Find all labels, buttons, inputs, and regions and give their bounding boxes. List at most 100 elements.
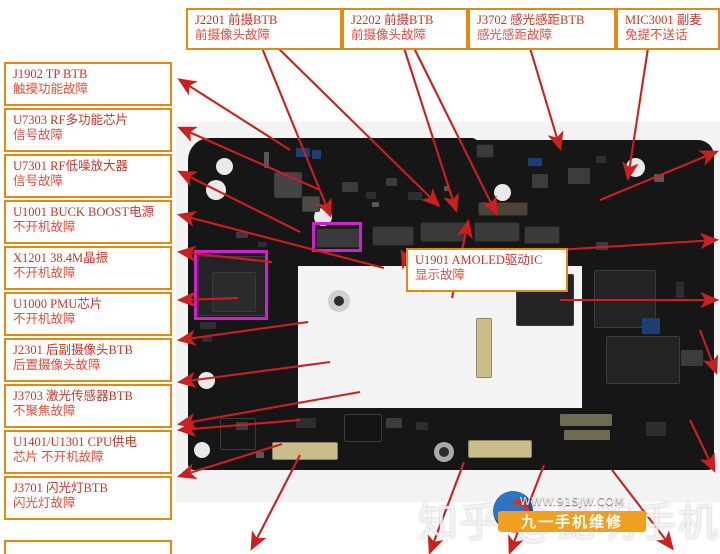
label-code: J1902 TP BTB bbox=[13, 67, 88, 81]
label-fault: 不开机故障 bbox=[13, 266, 76, 281]
label-fault: 前摄像头故障 bbox=[351, 28, 427, 43]
label-fault: 不聚焦故障 bbox=[13, 404, 76, 419]
label-box-center-u1901[interactable]: U1901 AMOLED驱动IC 显示故障 bbox=[406, 248, 568, 292]
smd-component bbox=[258, 242, 267, 247]
smd-component bbox=[296, 418, 316, 428]
label-fault: 后置摄像头故障 bbox=[13, 358, 101, 373]
flash-fpc-connector bbox=[468, 440, 532, 458]
site-name: 九一手机维修 bbox=[498, 511, 646, 532]
label-fault: 信号故障 bbox=[13, 128, 64, 143]
screw-hole bbox=[494, 184, 511, 201]
smd-component bbox=[532, 174, 548, 188]
lcd-btb-connector bbox=[476, 318, 492, 378]
display-fpc-connector bbox=[272, 442, 338, 460]
memory-shield bbox=[606, 336, 680, 384]
pmu-chip bbox=[212, 272, 256, 312]
antenna-clip bbox=[476, 144, 494, 158]
label-box-left-1[interactable]: U7303 RF多功能芯片 信号故障 bbox=[4, 108, 172, 152]
btb-connector bbox=[420, 222, 466, 242]
site-watermark: WWW.91SJW.COM 九一手机维修 bbox=[498, 492, 646, 532]
label-box-left-0[interactable]: J1902 TP BTB 触摸功能故障 bbox=[4, 62, 172, 106]
label-fault: 前摄像头故障 bbox=[195, 28, 271, 43]
smd-component bbox=[200, 322, 216, 329]
smd-component bbox=[528, 158, 542, 166]
smd-component bbox=[596, 242, 608, 250]
smd-component bbox=[416, 422, 428, 430]
smd-component bbox=[256, 452, 264, 458]
label-fault: 闪光灯故障 bbox=[13, 496, 76, 511]
label-box-left-4[interactable]: X1201 38.4M晶振 不开机故障 bbox=[4, 246, 172, 290]
smd-component bbox=[264, 152, 269, 168]
btb-connector bbox=[474, 222, 520, 242]
smd-component bbox=[342, 182, 358, 192]
screw-hole bbox=[198, 372, 215, 389]
board-region-bottom bbox=[188, 408, 714, 470]
label-code: U1901 AMOLED驱动IC bbox=[415, 253, 543, 267]
smd-component bbox=[646, 422, 666, 436]
label-box-left-8[interactable]: U1401/U1301 CPU供电 芯片 不开机故障 bbox=[4, 430, 172, 474]
smd-component bbox=[312, 150, 321, 159]
label-code: MIC3001 副麦 bbox=[625, 13, 702, 27]
label-box-left-partial[interactable] bbox=[4, 540, 172, 554]
smd-component bbox=[296, 148, 310, 157]
smd-component bbox=[386, 418, 402, 428]
label-box-top-2[interactable]: J3702 感光感距BTB 感光感距故障 bbox=[468, 8, 616, 50]
label-box-left-9[interactable]: J3701 闪光灯BTB 闪光灯故障 bbox=[4, 476, 172, 520]
screw-hole bbox=[216, 158, 233, 175]
label-fault: 不开机故障 bbox=[13, 312, 76, 327]
label-fault: 芯片 不开机故障 bbox=[13, 450, 104, 465]
label-fault: 免提不送话 bbox=[625, 28, 688, 43]
motherboard-photo bbox=[176, 122, 720, 502]
label-fault: 信号故障 bbox=[13, 174, 64, 189]
screw-hole-inner bbox=[334, 296, 344, 306]
label-code: U1001 BUCK BOOST电源 bbox=[13, 205, 154, 219]
rf-chip bbox=[274, 172, 302, 198]
smd-component bbox=[596, 156, 606, 163]
screw-hole bbox=[626, 158, 645, 177]
btb-connector bbox=[372, 226, 414, 246]
screw-hole-inner bbox=[439, 447, 449, 457]
smd-component bbox=[654, 174, 664, 182]
smd-component bbox=[408, 192, 422, 200]
smd-component bbox=[681, 350, 703, 366]
smd-component bbox=[444, 186, 450, 191]
label-box-left-3[interactable]: U1001 BUCK BOOST电源 不开机故障 bbox=[4, 200, 172, 244]
label-fault: 触摸功能故障 bbox=[13, 82, 89, 97]
label-code: X1201 38.4M晶振 bbox=[13, 251, 109, 265]
label-fault: 显示故障 bbox=[415, 268, 466, 283]
label-code: J2202 前摄BTB bbox=[351, 13, 434, 27]
label-code: J2301 后副摄像头BTB bbox=[13, 343, 133, 357]
label-code: J3701 闪光灯BTB bbox=[13, 481, 108, 495]
label-code: J3703 激光传感器BTB bbox=[13, 389, 133, 403]
label-code: U1000 PMU芯片 bbox=[13, 297, 103, 311]
label-box-left-7[interactable]: J3703 激光传感器BTB 不聚焦故障 bbox=[4, 384, 172, 428]
label-fault: 不开机故障 bbox=[13, 220, 76, 235]
crystal bbox=[302, 196, 320, 212]
label-box-top-0[interactable]: J2201 前摄BTB 前摄像头故障 bbox=[186, 8, 342, 50]
label-box-left-6[interactable]: J2301 后副摄像头BTB 后置摄像头故障 bbox=[4, 338, 172, 382]
smd-component bbox=[236, 232, 248, 238]
smd-component bbox=[386, 178, 397, 186]
highlight-box-u1000 bbox=[194, 250, 268, 320]
label-box-left-2[interactable]: U7301 RF低噪放大器 信号故障 bbox=[4, 154, 172, 198]
smd-component bbox=[564, 430, 610, 440]
smd-component bbox=[366, 192, 376, 199]
label-box-top-3[interactable]: MIC3001 副麦 免提不送话 bbox=[616, 8, 720, 50]
label-code: U7303 RF多功能芯片 bbox=[13, 113, 128, 127]
label-box-top-1[interactable]: J2202 前摄BTB 前摄像头故障 bbox=[342, 8, 468, 50]
label-code: U1401/U1301 CPU供电 bbox=[13, 435, 137, 449]
smd-component bbox=[568, 168, 590, 184]
label-fault: 感光感距故障 bbox=[477, 28, 553, 43]
smd-component bbox=[676, 282, 684, 298]
laser-sensor-ic bbox=[344, 414, 382, 442]
smd-component bbox=[642, 318, 660, 334]
side-connector bbox=[478, 202, 528, 216]
btb-connector bbox=[524, 226, 560, 244]
label-box-left-5[interactable]: U1000 PMU芯片 不开机故障 bbox=[4, 292, 172, 336]
label-code: J2201 前摄BTB bbox=[195, 13, 278, 27]
screw-hole bbox=[206, 180, 226, 200]
smd-component bbox=[236, 422, 248, 430]
highlight-box-u7303 bbox=[312, 222, 362, 252]
screw-hole bbox=[194, 442, 210, 458]
